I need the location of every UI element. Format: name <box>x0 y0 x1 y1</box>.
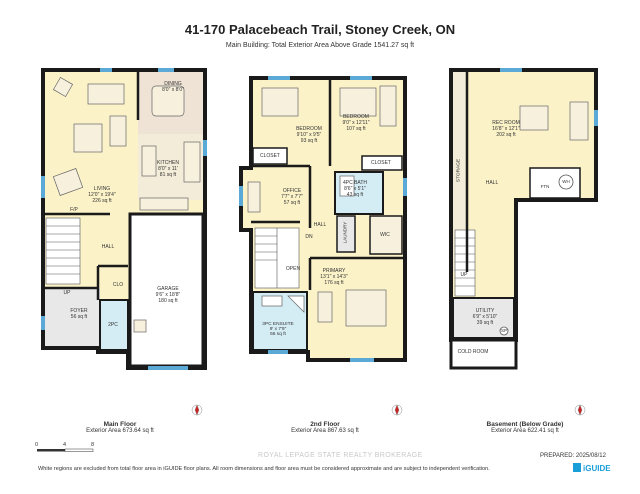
page-subtitle: Main Building: Total Exterior Area Above… <box>225 42 415 49</box>
label-hall-2: HALL <box>313 222 327 228</box>
water-heater-symbol <box>558 174 574 190</box>
second-interior-walls <box>251 80 403 290</box>
main-floor-name: Main Floor <box>103 421 137 428</box>
scale-bar <box>37 448 94 452</box>
sump-pump-symbol <box>499 326 509 336</box>
scale-tick-4: 4 <box>63 442 67 448</box>
caption-basement: Basement (Below Grade) Exterior Area 622… <box>470 421 580 434</box>
cold-room-area <box>449 338 518 370</box>
basement-stair <box>454 229 476 297</box>
north-compass-icons <box>191 404 586 416</box>
twopc-area <box>99 299 129 351</box>
main-floor-plan <box>41 68 207 370</box>
label-closet2: CLOSET <box>370 160 391 166</box>
caption-main-floor: Main Floor Exterior Area 673.64 sq ft <box>70 421 170 434</box>
main-stair <box>45 217 81 285</box>
label-up-basement: UP <box>460 272 468 278</box>
second-floor-name: 2nd Floor <box>310 421 340 428</box>
label-up-main: UP <box>63 290 71 296</box>
caption-second-floor: 2nd Floor Exterior Area 867.63 sq ft <box>275 421 375 434</box>
main-furniture <box>52 76 201 333</box>
label-wh: WH <box>562 179 570 184</box>
label-open: OPEN <box>285 266 301 272</box>
laundry-area <box>336 215 356 253</box>
basement-name: Basement (Below Grade) <box>486 421 564 428</box>
page-title: 41-170 Palacebeach Trail, Stoney Creek, … <box>184 22 456 37</box>
scale-tick-0: 0 <box>35 442 39 448</box>
brand-name: iGUIDE <box>583 464 611 473</box>
iguide-logo-icon <box>573 463 581 472</box>
label-storage: STORAGE <box>456 158 462 183</box>
second-furniture <box>247 85 397 327</box>
second-floor-area: Exterior Area 867.63 sq ft <box>291 428 359 434</box>
closet1-area <box>252 147 288 165</box>
scale-tick-8: 8 <box>91 442 95 448</box>
label-ftn: FTN <box>540 184 550 189</box>
foyer-area <box>45 288 100 346</box>
main-floor-area: Exterior Area 673.64 sq ft <box>86 428 154 434</box>
label-dn: DN <box>305 234 313 240</box>
second-floor-plan <box>239 76 407 362</box>
main-windows <box>41 68 207 370</box>
label-cold-room: COLD ROOM <box>457 349 489 355</box>
second-windows <box>239 76 407 362</box>
label-laundry: LAUNDRY <box>342 221 348 244</box>
basement-windows <box>500 68 598 126</box>
label-2pc: 2PC <box>108 322 118 328</box>
wic-area <box>369 215 403 255</box>
label-fp: F/P <box>70 207 78 213</box>
label-hall-basement: HALL <box>485 180 499 186</box>
label-closet1: CLOSET <box>259 153 280 159</box>
prepared-date: PREPARED: 2025/08/12 <box>540 453 606 459</box>
footer-disclaimer: White regions are excluded from total fl… <box>38 466 490 472</box>
label-wic: WIC <box>380 232 390 238</box>
basement-plan <box>449 68 598 370</box>
storage-area <box>453 72 467 272</box>
basement-area: Exterior Area 622.41 sq ft <box>491 428 559 434</box>
basement-furniture <box>519 101 589 141</box>
label-hall-main: HALL <box>101 244 115 250</box>
main-interior-walls <box>43 72 140 366</box>
label-sp: SP <box>500 328 507 333</box>
label-clo: CLO <box>112 282 124 288</box>
closet2-area <box>361 155 403 171</box>
second-stair-lines <box>255 228 278 288</box>
watermark-text: ROYAL LEPAGE STATE REALTY BROKERAGE <box>258 452 423 459</box>
